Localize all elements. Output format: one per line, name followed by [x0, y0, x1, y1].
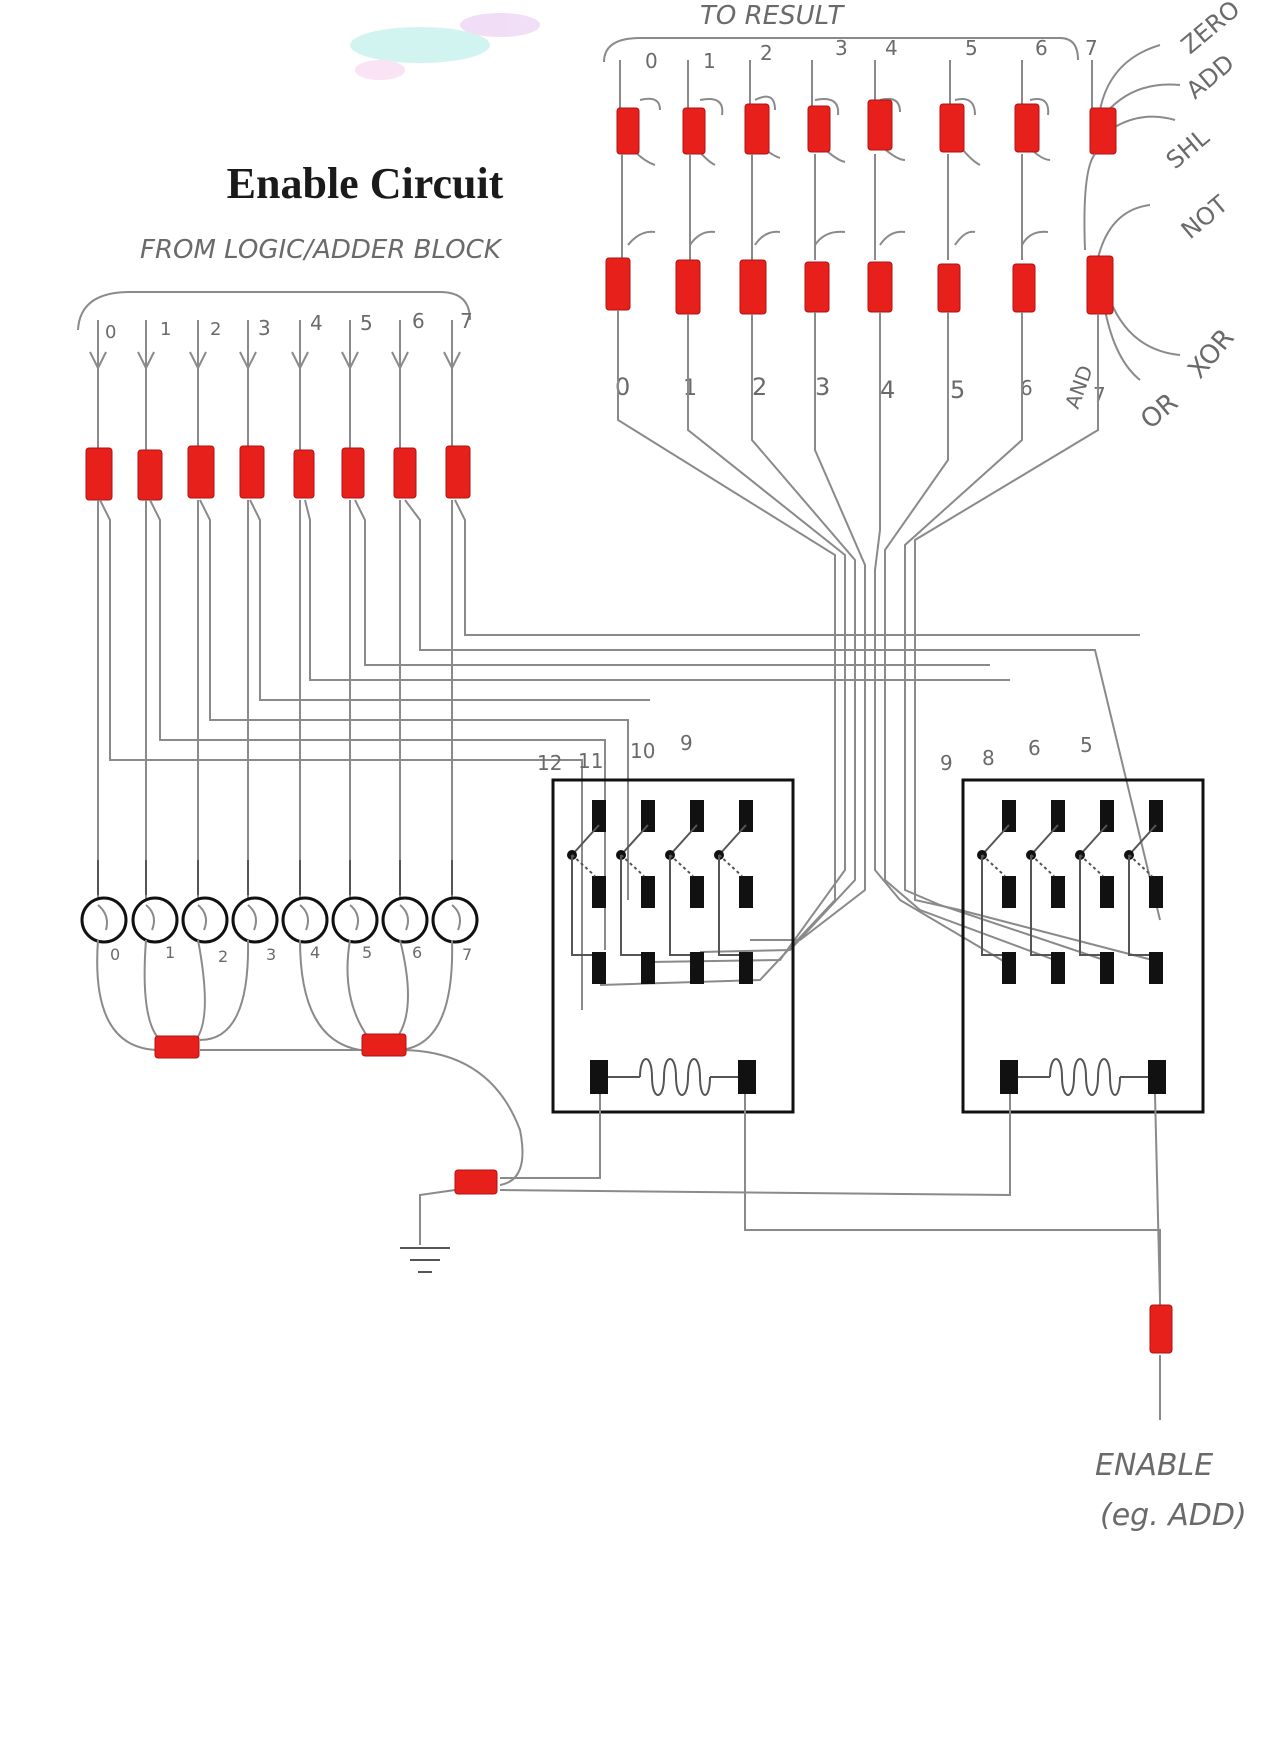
result-mid-wires — [621, 153, 1181, 381]
input-bit-labels: 0 1 2 3 4 5 6 7 — [105, 309, 473, 343]
svg-text:7: 7 — [462, 945, 472, 964]
lamp-4 — [281, 896, 329, 944]
svg-text:1: 1 — [703, 49, 716, 73]
svg-text:OR: OR — [1135, 388, 1184, 436]
relay-left: 12 11 10 9 — [537, 731, 795, 1114]
svg-text:6: 6 — [1035, 36, 1048, 60]
lamp-row — [80, 860, 479, 944]
svg-text:10: 10 — [630, 739, 655, 763]
enable-nut — [1149, 1304, 1173, 1354]
svg-text:0: 0 — [645, 49, 658, 73]
result-bundle-wires — [599, 310, 1161, 986]
svg-text:ZERO: ZERO — [1176, 0, 1245, 60]
svg-text:4: 4 — [310, 311, 323, 335]
svg-text:7: 7 — [460, 309, 473, 333]
svg-text:0: 0 — [110, 945, 120, 964]
svg-text:5: 5 — [965, 36, 978, 60]
svg-text:5: 5 — [362, 943, 372, 962]
svg-text:3: 3 — [266, 945, 276, 964]
result-top-nuts — [616, 99, 1117, 155]
svg-text:2: 2 — [752, 373, 767, 401]
from-logic-label: FROM LOGIC/ADDER BLOCK — [140, 235, 503, 265]
lamp-return-wires — [96, 939, 524, 1186]
svg-text:2: 2 — [760, 41, 773, 65]
svg-text:1: 1 — [160, 319, 171, 340]
svg-text:12: 12 — [537, 751, 562, 775]
svg-text:6: 6 — [1028, 736, 1041, 760]
svg-text:3: 3 — [815, 373, 830, 401]
ground-icon — [400, 1247, 450, 1273]
svg-text:5: 5 — [360, 311, 373, 335]
relay-left-coil — [639, 1058, 711, 1096]
svg-text:0: 0 — [105, 322, 116, 343]
enable-example: (eg. ADD) — [1100, 1498, 1247, 1533]
svg-text:1: 1 — [683, 376, 697, 401]
svg-text:1: 1 — [165, 943, 175, 962]
input-wires-top — [89, 320, 461, 450]
svg-text:9: 9 — [940, 751, 953, 775]
svg-text:4: 4 — [880, 376, 895, 404]
svg-text:5: 5 — [950, 376, 965, 404]
enable-label: ENABLE — [1095, 1448, 1213, 1483]
lamp-bit-labels: 0 1 2 3 4 5 6 7 — [110, 943, 472, 966]
paint-smudge — [350, 13, 540, 80]
svg-text:XOR: XOR — [1182, 323, 1240, 384]
lamp-6 — [381, 896, 429, 944]
input-nuts — [85, 445, 471, 501]
coil-wiring — [419, 1093, 1161, 1420]
function-labels: ZERO ADD SHL NOT OR XOR — [1135, 0, 1245, 435]
svg-text:3: 3 — [258, 316, 271, 340]
lamp-5 — [331, 896, 379, 944]
relay-left-pin-labels: 12 11 10 9 — [537, 731, 693, 775]
svg-text:5: 5 — [1080, 733, 1093, 757]
result-top-labels: 0 1 2 3 4 5 6 7 — [645, 36, 1098, 73]
svg-text:2: 2 — [210, 319, 221, 340]
svg-text:4: 4 — [885, 36, 898, 60]
svg-text:NOT: NOT — [1176, 190, 1234, 245]
svg-text:ADD: ADD — [1181, 49, 1240, 105]
lamp-7 — [431, 896, 479, 944]
relay-right-pin-labels: 9 8 6 5 — [940, 733, 1093, 775]
page-title: Enable Circuit — [227, 159, 504, 208]
svg-text:SHL: SHL — [1161, 123, 1215, 175]
lamp-0 — [80, 896, 128, 944]
svg-text:3: 3 — [835, 36, 848, 60]
svg-text:6: 6 — [412, 309, 425, 333]
svg-text:6: 6 — [1020, 376, 1033, 400]
lamp-common-nuts — [154, 1033, 407, 1059]
svg-text:11: 11 — [578, 749, 603, 773]
svg-text:8: 8 — [982, 746, 995, 770]
relay-right: 9 8 6 5 — [940, 733, 1205, 1114]
svg-text:9: 9 — [680, 731, 693, 755]
to-result-label: TO RESULT — [700, 1, 845, 31]
ground-nut — [454, 1169, 498, 1195]
svg-text:7: 7 — [1085, 36, 1098, 60]
svg-text:2: 2 — [218, 947, 228, 966]
svg-text:6: 6 — [412, 943, 422, 962]
result-bottom-nuts — [605, 255, 1114, 315]
relay-right-coil — [1049, 1058, 1121, 1096]
svg-text:7: 7 — [1093, 383, 1106, 407]
svg-text:4: 4 — [310, 943, 320, 962]
from-logic-brace — [77, 291, 471, 331]
to-result-brace — [603, 37, 1079, 63]
